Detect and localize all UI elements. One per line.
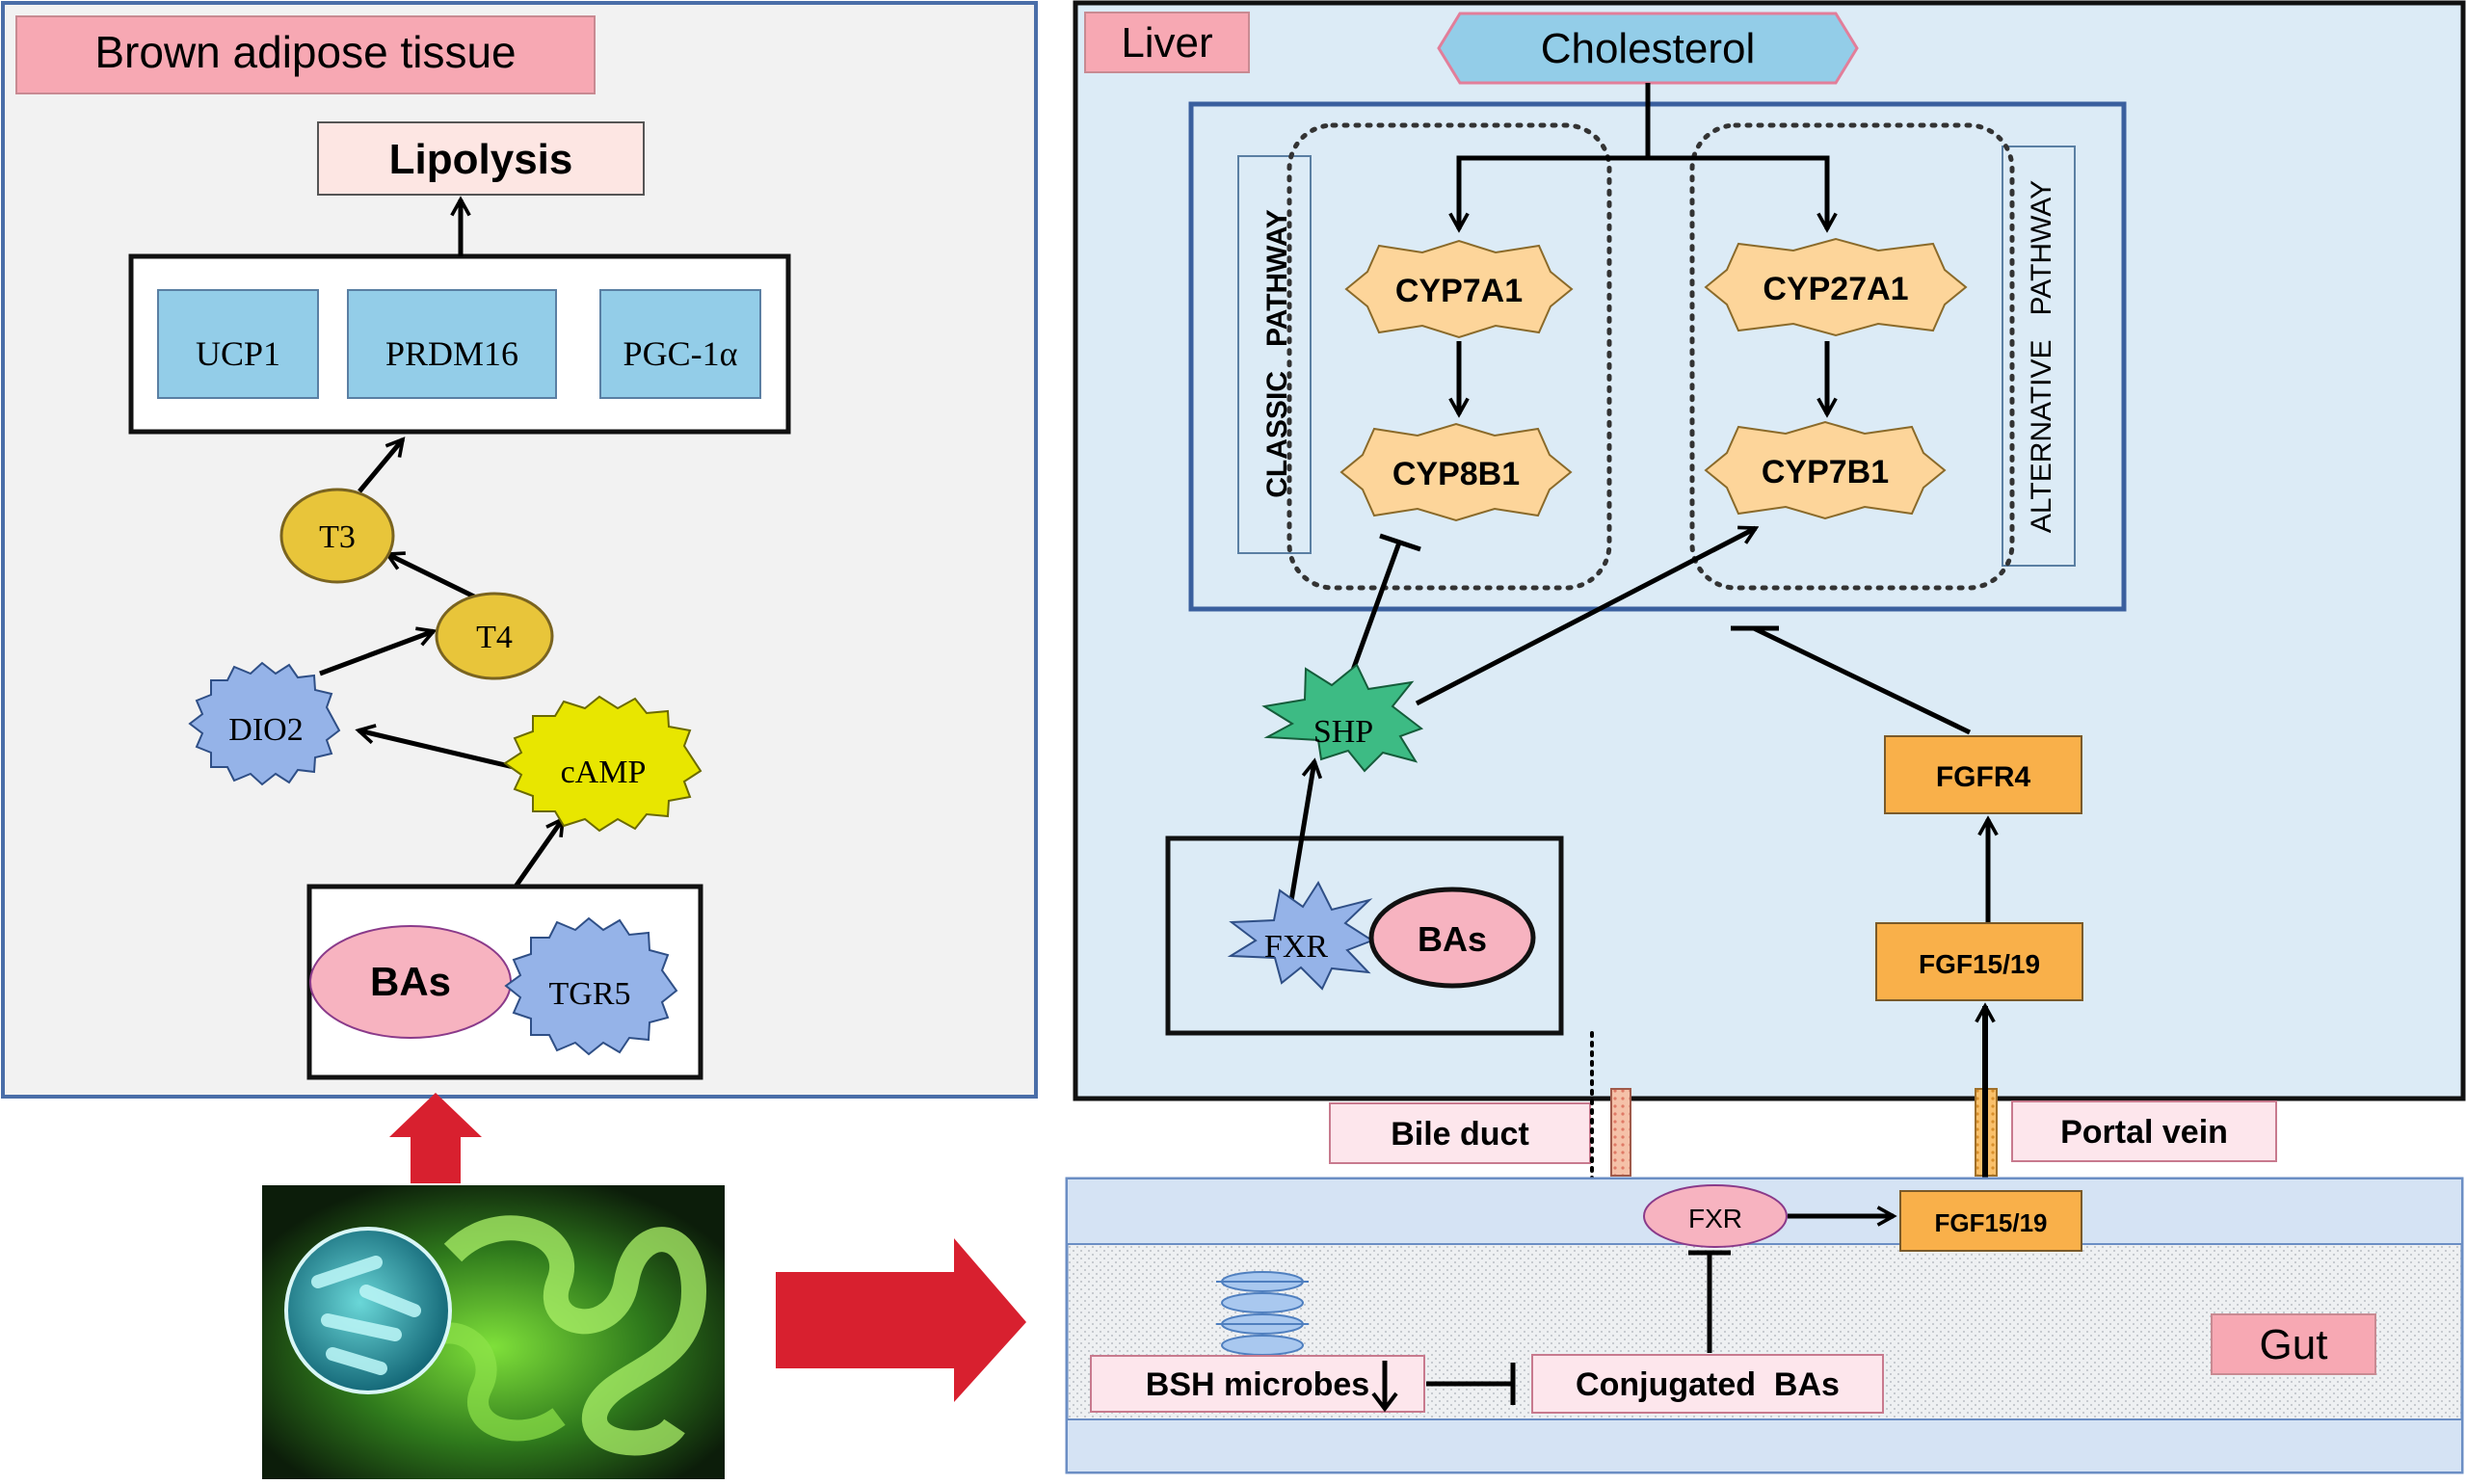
- inhibit-shp-cyp8b1: [1344, 542, 1402, 687]
- bile-acid-synthesis-box: [1188, 101, 2127, 612]
- alternative-pathway-label: ALTERNATIVE PATHWAY: [2026, 180, 2057, 533]
- cyp27a1-node: [1704, 237, 1968, 337]
- gut-fgf15-19-node: [1899, 1190, 2082, 1252]
- bat-bas-label: BAs: [370, 959, 451, 1004]
- liver-fxr-label: FXR: [1264, 929, 1328, 965]
- gut-fxr-label: FXR: [1688, 1204, 1742, 1233]
- t3-label: T3: [319, 519, 356, 555]
- liver-bas-node: [1368, 887, 1536, 989]
- conjugated-bas-label: Conjugated BAs: [1576, 1366, 1840, 1403]
- liver-panel: Liver Cholesterol CLASSIC PATHWAY ALTERN…: [1073, 0, 2466, 1101]
- gut-panel: Gut FXR FGF15/19 BSH microbes Conjugated…: [1065, 1177, 2464, 1474]
- cholesterol-label: Cholesterol: [1541, 25, 1756, 72]
- cyp7a1-node: [1344, 239, 1574, 339]
- bsh-microbes-label: BSH microbes: [1146, 1366, 1369, 1403]
- cholesterol-node: [1437, 12, 1859, 85]
- arrow-cholesterol-to-cyp7a1: [1459, 83, 1651, 229]
- classic-pathway-label: CLASSIC PATHWAY: [1261, 209, 1293, 497]
- camp-label: cAMP: [561, 755, 647, 790]
- lipolysis-label: Lipolysis: [389, 136, 573, 183]
- gut-fxr-node: [1643, 1184, 1788, 1248]
- bile-duct-tube: [1610, 1088, 1631, 1177]
- arrow-shp-to-cyp7b1: [1415, 528, 1756, 706]
- fgfr4-label: FGFR4: [1936, 761, 2031, 793]
- bsh-microbes-box: [1090, 1355, 1425, 1413]
- tgr5-label: TGR5: [549, 976, 631, 1012]
- cyp27a1-label: CYP27A1: [1763, 271, 1908, 307]
- bat-title: Brown adipose tissue: [94, 27, 516, 77]
- liver-fgf15-19-label: FGF15/19: [1919, 949, 2040, 979]
- conjugated-bas-box: [1531, 1354, 1884, 1414]
- arrow-fxr-to-shp: [1288, 761, 1314, 902]
- microbes-icon: [1216, 1271, 1309, 1356]
- t4-node: [435, 592, 554, 680]
- cyp8b1-node: [1339, 422, 1573, 522]
- gut-title: Gut: [2260, 1321, 2328, 1368]
- connectors: Bile duct Portal vein: [1329, 1006, 2277, 1348]
- red-arrow-up: [389, 1093, 482, 1183]
- tgr5-star: [504, 916, 678, 1056]
- fgfr4-node: [1884, 735, 2082, 814]
- microbiota-illustration: [262, 1093, 1026, 1479]
- bile-duct-label: Bile duct: [1391, 1116, 1529, 1153]
- arrow-dio2-to-t4: [319, 631, 434, 676]
- arrow-camp-to-dio2: [358, 730, 518, 771]
- gene-pgc1a: PGC-1α: [623, 334, 738, 373]
- t3-node: [279, 488, 395, 584]
- cyp7a1-label: CYP7A1: [1395, 273, 1523, 309]
- bat-panel: Brown adipose tissue Lipolysis UCP1 PRDM…: [1, 1, 1038, 1099]
- liver-title: Liver: [1121, 19, 1212, 66]
- cyp8b1-label: CYP8B1: [1392, 456, 1520, 492]
- arrow-t3-to-genes: [358, 439, 403, 493]
- dio2-label: DIO2: [228, 712, 303, 748]
- shp-star: [1261, 663, 1424, 773]
- gene-ucp1: UCP1: [196, 334, 280, 373]
- cyp7b1-node: [1704, 420, 1947, 520]
- liver-bas-label: BAs: [1418, 919, 1487, 959]
- arrow-cholesterol-to-cyp27a1: [1648, 155, 1827, 229]
- arrow-t4-to-t3: [387, 554, 482, 602]
- cyp7b1-label: CYP7B1: [1762, 454, 1889, 490]
- portal-vein-label: Portal vein: [2060, 1114, 2228, 1151]
- dio2-star: [188, 661, 341, 786]
- inhibit-fgfr4-pathway: [1752, 625, 1972, 735]
- gut-fgf15-19-label: FGF15/19: [1934, 1208, 2047, 1237]
- red-arrow-right: [776, 1238, 1026, 1402]
- camp-star: [503, 695, 703, 833]
- liver-fxr-star: [1227, 880, 1375, 991]
- gene-prdm16: PRDM16: [385, 334, 518, 373]
- t4-label: T4: [476, 620, 513, 655]
- liver-fgf15-19-node: [1875, 922, 2083, 1001]
- shp-label: SHP: [1313, 714, 1373, 750]
